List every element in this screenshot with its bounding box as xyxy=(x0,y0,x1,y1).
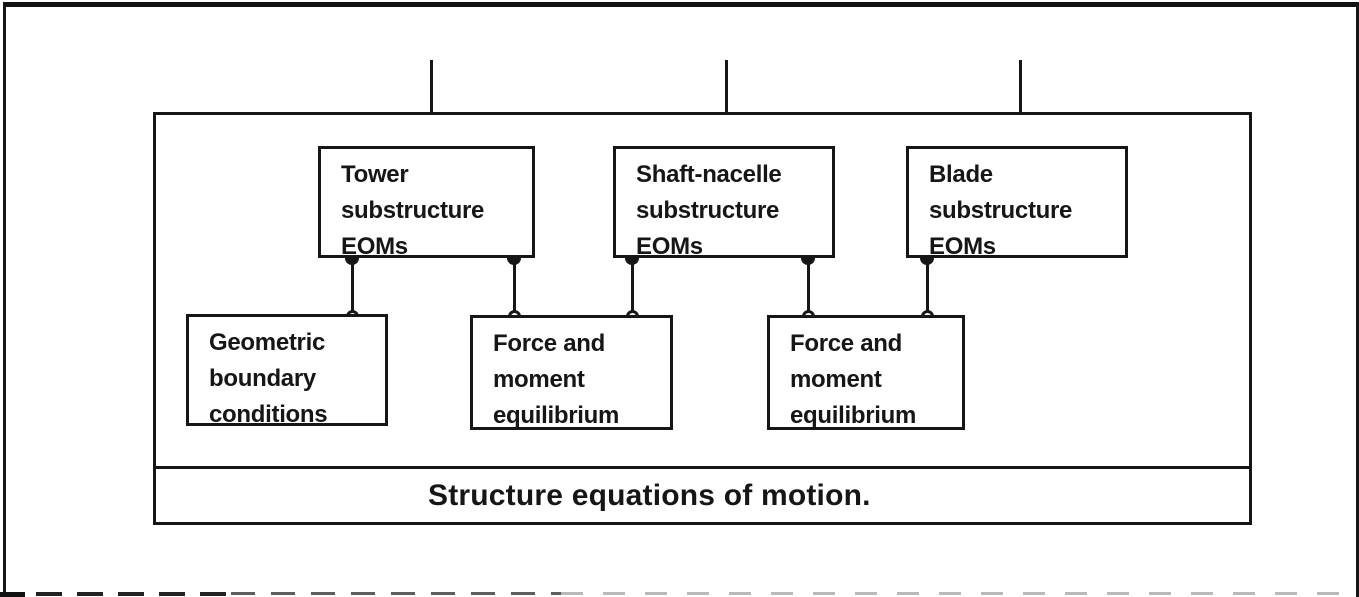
box-label-line: Blade xyxy=(929,161,993,188)
box-label-line: conditions xyxy=(209,401,328,428)
force-moment-equilibrium-box-1: Force and moment equilibrium xyxy=(470,315,673,430)
connector-line xyxy=(351,256,354,318)
box-label-line: Shaft-nacelle xyxy=(636,161,782,188)
down-arrow-line-icon xyxy=(725,60,728,132)
outer-frame xyxy=(3,2,1359,597)
box-label-line: substructure xyxy=(341,197,485,224)
scan-dash xyxy=(561,592,1359,595)
connector-line xyxy=(513,256,516,318)
box-label-line: moment xyxy=(790,366,882,393)
box-label-line: Force and xyxy=(493,330,605,357)
box-label-line: Force and xyxy=(790,330,902,357)
down-arrow-line-icon xyxy=(1019,60,1022,132)
scan-bottom-edge-artifact xyxy=(0,592,1359,597)
box-label-line: equilibrium xyxy=(493,402,620,429)
panel-caption: Structure equations of motion. xyxy=(428,479,871,512)
footer-divider xyxy=(156,466,1249,469)
geometric-boundary-conditions-box: Geometric boundary conditions xyxy=(186,314,388,428)
box-label-line: EOMs xyxy=(341,233,408,260)
shaft-nacelle-substructure-eoms-box: Shaft-nacelle substructure EOMs xyxy=(613,146,835,260)
box-label-line: substructure xyxy=(929,197,1073,224)
box-label-line: EOMs xyxy=(929,233,996,260)
scan-dash xyxy=(0,592,25,597)
box-label-line: Tower xyxy=(341,161,409,188)
tower-substructure-eoms-box: Tower substructure EOMs xyxy=(318,146,535,260)
connector-line xyxy=(926,256,929,318)
scan-dash xyxy=(36,592,231,596)
box-label-line: EOMs xyxy=(636,233,703,260)
connector-line xyxy=(807,256,810,318)
box-label-line: moment xyxy=(493,366,585,393)
box-label-line: boundary xyxy=(209,365,316,392)
blade-substructure-eoms-box: Blade substructure EOMs xyxy=(906,146,1128,260)
box-label-line: Geometric xyxy=(209,329,326,356)
box-label-line: substructure xyxy=(636,197,780,224)
box-label-line: equilibrium xyxy=(790,402,917,429)
connector-line xyxy=(631,256,634,318)
scan-dash xyxy=(231,592,561,595)
force-moment-equilibrium-box-2: Force and moment equilibrium xyxy=(767,315,965,430)
down-arrow-line-icon xyxy=(430,60,433,132)
